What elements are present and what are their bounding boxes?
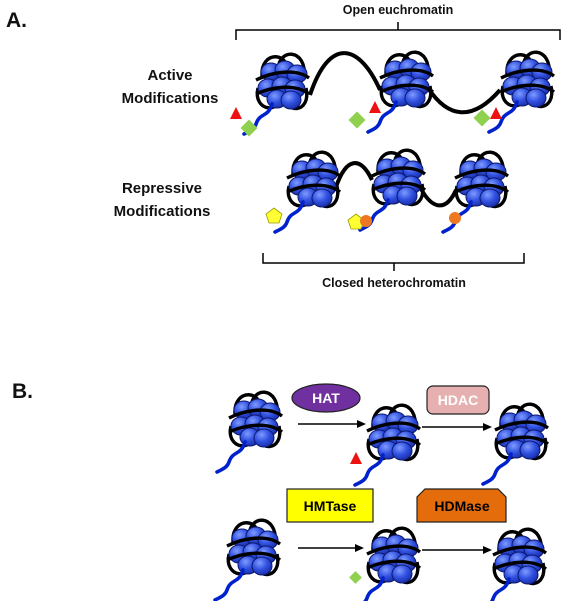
nucleosome: [358, 148, 427, 232]
histone-tail: [366, 100, 398, 134]
dna-wrap: [366, 559, 422, 570]
histone-subunit: [251, 556, 273, 576]
histone-tail: [489, 577, 511, 601]
panel-a-label: A.: [6, 9, 27, 32]
nucleosome: [481, 402, 550, 486]
nucleosome: [273, 150, 342, 234]
dna-wrap: [494, 420, 550, 432]
histone-tail: [215, 440, 247, 474]
methylation-diamond-mark: [240, 119, 258, 137]
linker-dna: [418, 186, 458, 208]
nucleosome: [366, 50, 435, 134]
methylation-diamond-mark: [349, 571, 362, 584]
dna-wrap: [371, 166, 427, 178]
dna-wrap: [228, 408, 284, 420]
histone-subunit: [525, 88, 547, 108]
nucleosome: [489, 527, 548, 601]
histone-subunit: [280, 90, 302, 110]
arrow-head: [355, 544, 364, 552]
dna-wrap: [255, 70, 311, 82]
hat-enzyme-badge: HAT: [291, 383, 361, 413]
closed-heterochromatin-label: Closed heterochromatin: [322, 276, 466, 290]
histone-subunit: [519, 440, 541, 460]
dna-wrap: [255, 85, 311, 96]
histone-subunit: [391, 564, 413, 584]
histone-subunit: [517, 565, 539, 585]
nucleosome: [353, 403, 422, 487]
nucleosome: [487, 50, 556, 134]
closed-heterochromatin-brace: [262, 253, 525, 271]
histone-subunit: [253, 428, 275, 448]
dna-wrap: [366, 544, 422, 556]
acetylation-triangle-mark: [350, 452, 362, 464]
open-euchromatin-brace: [235, 22, 561, 40]
dna-wrap: [492, 545, 548, 557]
hat-label: HAT: [312, 390, 340, 406]
nucleosome: [215, 390, 284, 474]
histone-tail: [273, 200, 305, 234]
histone-tail: [487, 100, 519, 134]
histone-subunit: [404, 88, 426, 108]
methylation-diamond-mark: [473, 109, 491, 127]
acetylation-triangle-mark: [369, 101, 381, 113]
nucleosome: [363, 526, 422, 601]
hmtase-enzyme-badge: HMTase: [286, 488, 374, 523]
dna-wrap: [286, 168, 342, 180]
histone-subunit: [396, 186, 418, 206]
orange-circle-mark: [449, 212, 461, 224]
arrow-head: [483, 423, 492, 431]
repressive-label-line1: Repressive: [122, 180, 202, 197]
acetylation-triangle-mark: [230, 107, 242, 119]
hdmase-enzyme-badge: HDMase: [416, 488, 507, 523]
hdac-label: HDAC: [438, 392, 478, 408]
dna-wrap: [228, 423, 284, 434]
orange-circle-mark: [360, 215, 372, 227]
repressive-label-line2: Modifications: [114, 203, 211, 220]
linker-dna: [308, 51, 382, 96]
histone-tail: [358, 198, 390, 232]
dna-wrap: [286, 183, 342, 194]
nucleosome: [242, 52, 311, 136]
arrow-head: [357, 420, 366, 428]
hdac-enzyme-badge: HDAC: [426, 385, 490, 415]
histone-tail: [481, 452, 513, 486]
pentagon-mark: [265, 207, 283, 224]
active-label-line1: Active: [147, 67, 192, 84]
hmtase-label: HMTase: [304, 498, 357, 514]
dna-wrap: [454, 183, 510, 194]
dna-wrap: [379, 68, 435, 80]
hdmase-label: HDMase: [434, 498, 489, 514]
dna-wrap: [366, 436, 422, 447]
nucleosome: [213, 518, 282, 601]
dna-wrap: [371, 181, 427, 192]
histone-tail: [363, 576, 385, 601]
dna-wrap: [226, 536, 282, 548]
nucleosome: [441, 150, 510, 234]
dna-wrap: [366, 421, 422, 433]
open-euchromatin-label: Open euchromatin: [343, 3, 453, 17]
histone-tail: [213, 568, 245, 601]
dna-wrap: [379, 83, 435, 94]
histone-subunit: [391, 441, 413, 461]
histone-subunit: [479, 188, 501, 208]
dna-wrap: [494, 435, 550, 446]
dna-wrap: [454, 168, 510, 180]
panel-b-label: B.: [12, 380, 33, 403]
arrow-head: [483, 546, 492, 554]
linker-dna: [426, 86, 502, 115]
dna-wrap: [500, 68, 556, 80]
acetylation-triangle-mark: [490, 107, 502, 119]
histone-tail: [353, 453, 385, 487]
dna-wrap: [226, 551, 282, 562]
histone-subunit: [311, 188, 333, 208]
dna-wrap: [500, 83, 556, 94]
active-label-line2: Modifications: [122, 90, 219, 107]
methylation-diamond-mark: [348, 111, 366, 129]
dna-wrap: [492, 560, 548, 571]
linker-dna: [334, 161, 374, 188]
